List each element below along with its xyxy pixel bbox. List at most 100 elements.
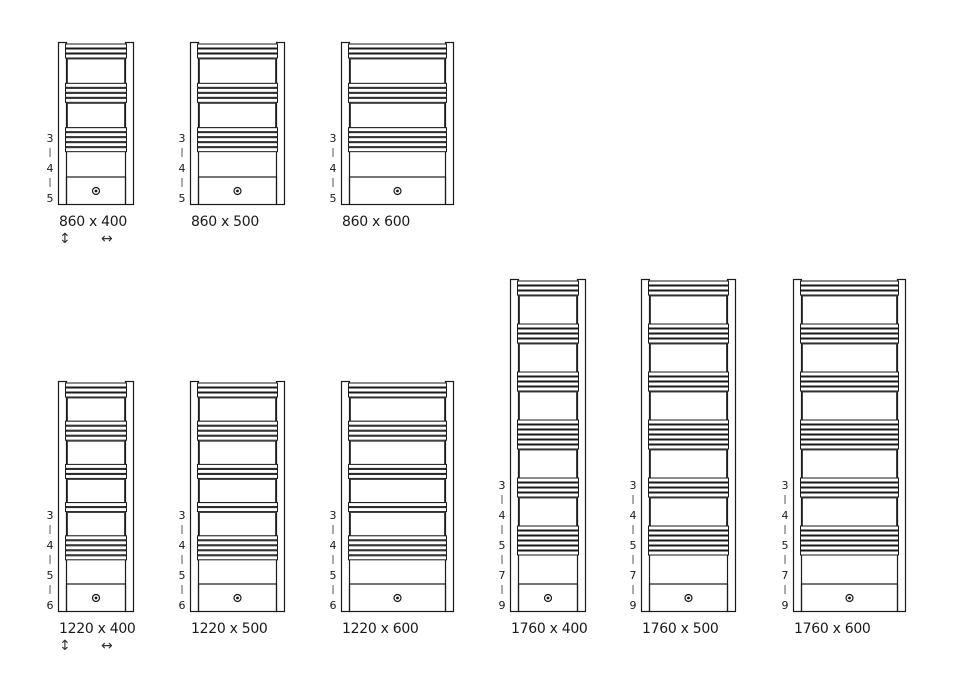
control-knob-center bbox=[687, 596, 690, 600]
control-knob-icon bbox=[233, 593, 242, 603]
power-step: 3 bbox=[781, 479, 789, 492]
power-step: 5 bbox=[46, 569, 54, 582]
towel-bar bbox=[517, 550, 579, 556]
towel-bar bbox=[800, 419, 899, 425]
towel-bar bbox=[517, 477, 579, 483]
size-label: 1760 x 500 bbox=[642, 621, 719, 637]
towel-bar bbox=[65, 87, 127, 93]
step-separator: | bbox=[783, 585, 787, 595]
heating-element-box bbox=[197, 583, 278, 613]
towel-bar bbox=[65, 463, 127, 469]
towel-bar bbox=[65, 392, 127, 398]
control-knob-center bbox=[94, 596, 98, 600]
heating-element-box bbox=[65, 176, 127, 206]
towel-bar bbox=[648, 386, 729, 392]
power-step: 4 bbox=[329, 162, 337, 175]
towel-bar bbox=[800, 280, 899, 286]
right-rail bbox=[275, 41, 286, 206]
towel-bar bbox=[648, 540, 729, 546]
power-step: 5 bbox=[498, 539, 506, 552]
bar-gap bbox=[67, 440, 125, 465]
towel-bar bbox=[800, 323, 899, 329]
power-step: 3 bbox=[329, 132, 337, 145]
bar-gap bbox=[199, 479, 276, 504]
towel-bar bbox=[197, 382, 278, 388]
power-step: 4 bbox=[498, 509, 506, 522]
bar-gap bbox=[519, 343, 577, 373]
power-step: 4 bbox=[46, 162, 54, 175]
bar-gap bbox=[199, 397, 276, 422]
towel-bar bbox=[517, 525, 579, 531]
towel-bar bbox=[648, 525, 729, 531]
towel-bar bbox=[800, 429, 899, 435]
towel-bar bbox=[65, 420, 127, 426]
control-knob-icon bbox=[91, 593, 101, 603]
towel-bar bbox=[197, 82, 278, 88]
heating-element-box bbox=[800, 583, 899, 613]
towel-bar bbox=[197, 87, 278, 93]
towel-bar bbox=[65, 382, 127, 388]
towel-bar bbox=[197, 48, 278, 54]
towel-bar bbox=[65, 425, 127, 431]
step-separator: | bbox=[180, 585, 184, 595]
step-separator: | bbox=[631, 525, 635, 535]
power-step: 5 bbox=[178, 569, 186, 582]
towel-bar bbox=[517, 434, 579, 440]
power-step: 7 bbox=[781, 569, 789, 582]
step-separator: | bbox=[631, 585, 635, 595]
towel-bar bbox=[348, 147, 447, 153]
towel-bar bbox=[800, 444, 899, 450]
bar-gap bbox=[67, 512, 125, 537]
bar-gap bbox=[350, 512, 445, 537]
towel-bar bbox=[197, 420, 278, 426]
towel-bar bbox=[648, 429, 729, 435]
step-separator: | bbox=[48, 148, 52, 158]
towel-bar bbox=[517, 545, 579, 551]
towel-bar bbox=[348, 430, 447, 436]
control-knob-center bbox=[396, 189, 399, 193]
towel-bar bbox=[517, 444, 579, 450]
towel-bar bbox=[648, 328, 729, 334]
bar-gap bbox=[802, 449, 897, 479]
towel-bar bbox=[648, 323, 729, 329]
towel-bar bbox=[517, 429, 579, 435]
power-step: 3 bbox=[46, 509, 54, 522]
bar-gap bbox=[350, 58, 445, 84]
towel-bar bbox=[65, 142, 127, 148]
towel-bar bbox=[197, 127, 278, 133]
towel-bar bbox=[65, 468, 127, 474]
power-step: 9 bbox=[498, 599, 506, 612]
right-rail bbox=[124, 380, 135, 613]
radiator bbox=[340, 41, 455, 206]
bar-gap bbox=[802, 295, 897, 325]
power-step: 3 bbox=[498, 479, 506, 492]
towel-bar bbox=[348, 545, 447, 551]
towel-bar bbox=[65, 545, 127, 551]
control-knob-icon bbox=[845, 593, 854, 603]
left-rail bbox=[57, 380, 68, 613]
step-separator: | bbox=[631, 555, 635, 565]
power-step: 9 bbox=[781, 599, 789, 612]
radiator-drawing bbox=[189, 41, 286, 206]
bar-gap bbox=[199, 102, 276, 129]
towel-bar bbox=[800, 285, 899, 291]
towel-bar bbox=[348, 387, 447, 393]
power-step: 3 bbox=[329, 509, 337, 522]
power-steps: 3|4|5|7|9 bbox=[496, 478, 508, 613]
towel-bar bbox=[800, 492, 899, 498]
control-knob-icon bbox=[684, 593, 693, 603]
towel-bar bbox=[648, 477, 729, 483]
towel-bar bbox=[648, 444, 729, 450]
left-rail bbox=[189, 380, 200, 613]
towel-bar bbox=[517, 290, 579, 296]
towel-bar bbox=[348, 48, 447, 54]
step-separator: | bbox=[331, 148, 335, 158]
step-separator: | bbox=[180, 148, 184, 158]
bar-gap bbox=[350, 479, 445, 504]
height-arrow-icon: ↕ bbox=[59, 231, 71, 247]
towel-bar bbox=[65, 502, 127, 508]
towel-bar bbox=[800, 439, 899, 445]
left-rail bbox=[340, 41, 351, 206]
heating-element-box bbox=[65, 583, 127, 613]
radiator-drawing bbox=[792, 278, 907, 613]
